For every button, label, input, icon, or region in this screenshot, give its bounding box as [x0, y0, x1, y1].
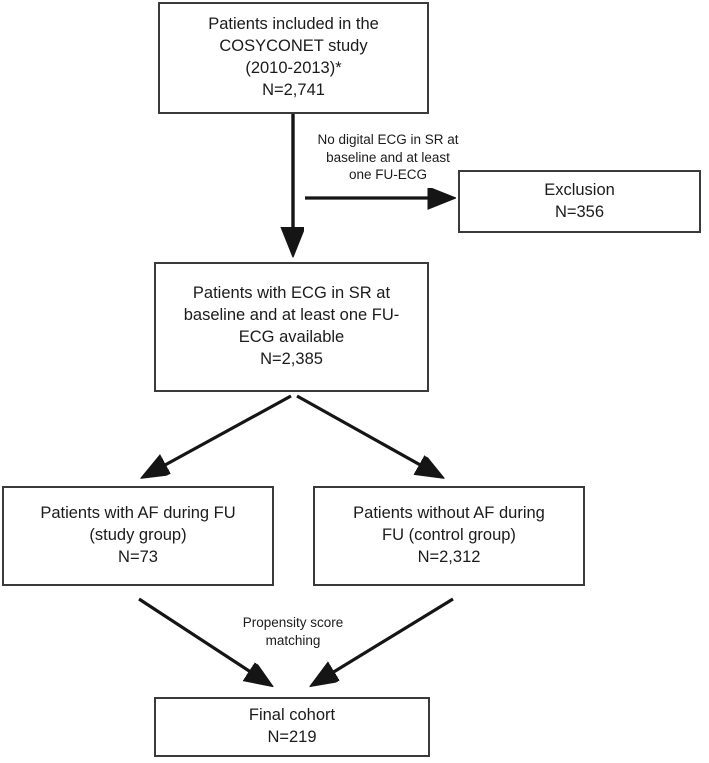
node-cohort-source-count: N=2,741 — [262, 80, 325, 99]
node-exclusion-count: N=356 — [554, 202, 605, 221]
node-exclusion[interactable]: Exclusion N=356 — [458, 170, 701, 233]
node-final-cohort[interactable]: Final cohort N=219 — [154, 697, 430, 757]
node-cohort-source-line-3: (2010-2013)* — [245, 59, 342, 77]
node-eligible-line-2: baseline and at least one FU- — [183, 306, 400, 325]
node-eligible-line-3: ECG available — [238, 328, 345, 346]
node-control-group-count: N=2,312 — [417, 547, 481, 566]
node-cohort-source-line-1: Patients included in the — [208, 15, 379, 34]
node-final-cohort-title: Final cohort — [248, 706, 336, 725]
node-eligible-count: N=2,385 — [260, 349, 323, 368]
arrow-eligible-to-study-group — [145, 394, 292, 476]
arrow-eligible-to-control-group — [296, 394, 440, 476]
node-study-group-count: N=73 — [118, 547, 158, 566]
edge-label-propensity-matching: Propensity score matching — [242, 615, 344, 648]
node-cohort-source[interactable]: Patients included in the COSYCONET study… — [158, 2, 429, 114]
node-final-cohort-count: N=219 — [267, 728, 317, 746]
edge-label-exclusion-criteria: No digital ECG in SR at baseline and at … — [317, 132, 459, 183]
node-exclusion-title: Exclusion — [544, 180, 615, 199]
node-eligible-line-1: Patients with ECG in SR at — [192, 284, 391, 303]
node-eligible[interactable]: Patients with ECG in SR at baseline and … — [154, 262, 429, 392]
node-study-group-line-1: Patients with AF during FU — [40, 504, 236, 523]
node-study-group[interactable]: Patients with AF during FU (study group)… — [2, 486, 274, 586]
node-control-group-line-1: Patients without AF during — [353, 504, 545, 523]
node-control-group-line-2: FU (control group) — [382, 526, 516, 545]
node-cohort-source-line-2: COSYCONET study — [219, 37, 368, 56]
node-control-group[interactable]: Patients without AF during FU (control g… — [313, 486, 585, 586]
node-study-group-line-2: (study group) — [89, 526, 187, 545]
